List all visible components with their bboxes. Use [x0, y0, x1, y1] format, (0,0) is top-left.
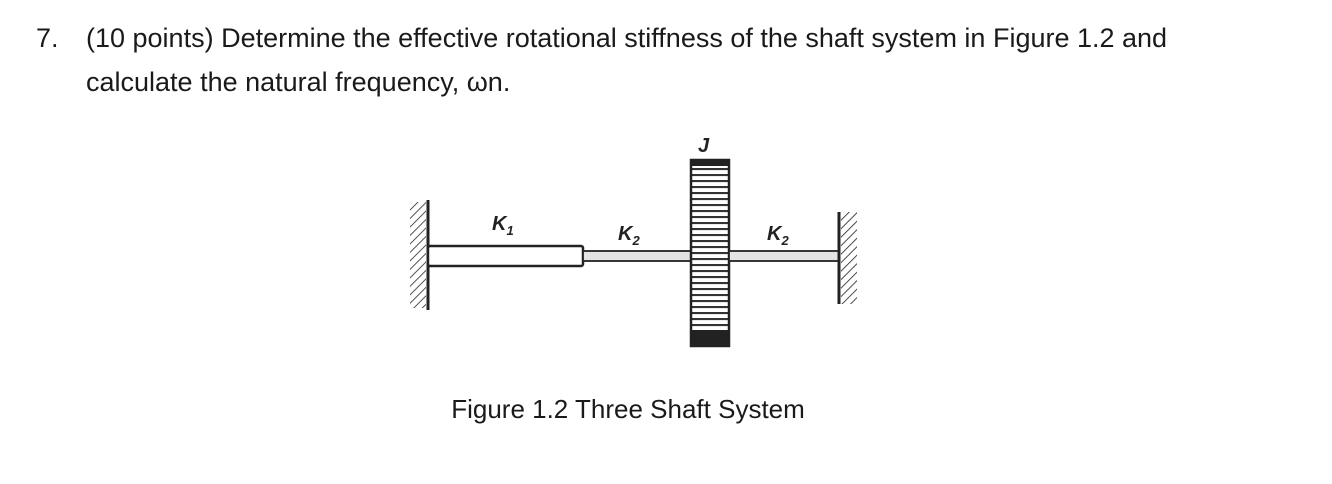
inertia-disk-j: [689, 158, 731, 348]
problem-statement: 7. (10 points) Determine the effective ro…: [36, 16, 1316, 104]
shaft-k2-right: [728, 250, 840, 262]
right-wall-support: [837, 212, 857, 304]
left-wall-support: [410, 200, 430, 310]
label-j: J: [698, 135, 710, 157]
figure-caption: Figure 1.2 Three Shaft System: [451, 394, 805, 424]
shaft-k1: [426, 244, 585, 268]
problem-line-1: 7. (10 points) Determine the effective ro…: [36, 16, 1316, 60]
label-k2-right: K2: [767, 223, 789, 248]
problem-text-line-2: calculate the natural frequency, ωn.: [86, 67, 511, 97]
problem-text-line-1: (10 points) Determine the effective rota…: [86, 23, 1168, 53]
shaft-k2-left: [582, 250, 692, 262]
label-k1: K1: [492, 213, 514, 238]
label-k2-left: K2: [618, 223, 640, 248]
problem-number: 7.: [36, 23, 59, 53]
